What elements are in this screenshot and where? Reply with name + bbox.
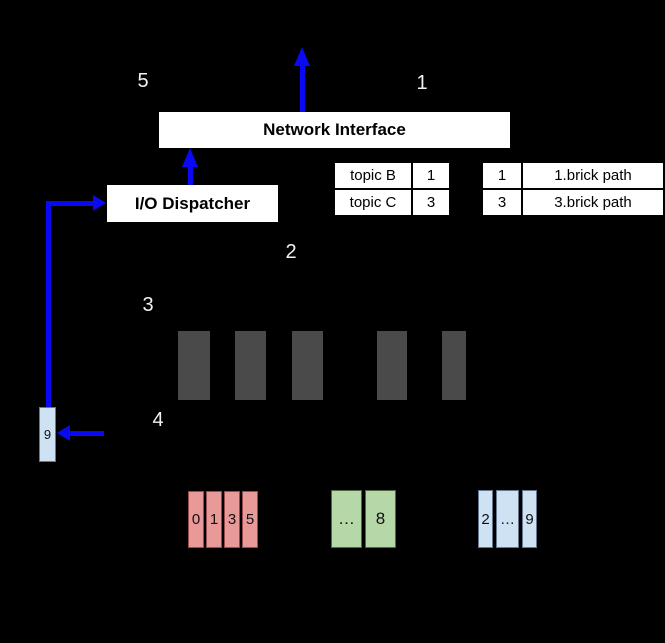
- topic-table-cell: topic C: [335, 190, 411, 215]
- blue-cell: 2: [478, 490, 493, 548]
- green-cell: 8: [365, 490, 396, 548]
- red-cell: 5: [242, 491, 258, 548]
- green-cell: …: [331, 490, 362, 548]
- blue-cell: 9: [522, 490, 537, 548]
- partition-cells-red: 0 1 3 5: [188, 491, 258, 548]
- brick-rect-4: [377, 331, 407, 400]
- brick-table-cell: 3.brick path: [523, 190, 663, 215]
- topic-table-cell: 1: [413, 163, 449, 188]
- step-label-2: 2: [285, 241, 297, 263]
- brick-rect-1: [178, 331, 210, 400]
- partition-cells-blue: 2 … 9: [478, 490, 537, 548]
- brick-path-table: 1 1.brick path 3 3.brick path: [483, 163, 663, 215]
- topic-table-cell: topic B: [335, 163, 411, 188]
- arrow-into-reply-icon: [57, 425, 70, 441]
- step-label-1: 1: [416, 72, 428, 94]
- arrow-reply-to-dispatcher-vertical: [46, 201, 51, 407]
- step-label-3: 3: [142, 294, 154, 316]
- brick-table-cell: 1: [483, 163, 521, 188]
- io-dispatcher-box: I/O Dispatcher: [107, 185, 278, 222]
- arrow-into-reply-shaft: [70, 431, 104, 436]
- arrow-up-out-shaft: [300, 66, 305, 112]
- red-cell: 1: [206, 491, 222, 548]
- arrow-up-out-icon: [294, 47, 310, 66]
- topic-table-cell: 3: [413, 190, 449, 215]
- brick-rect-2: [235, 331, 266, 400]
- step-label-4: 4: [152, 409, 164, 431]
- brick-table-cell: 1.brick path: [523, 163, 663, 188]
- brick-rect-3: [292, 331, 323, 400]
- partition-cells-green: … 8: [331, 490, 396, 548]
- red-cell: 3: [224, 491, 240, 548]
- arrow-dispatcher-to-ni-shaft: [188, 166, 193, 186]
- brick-rect-5: [442, 331, 466, 400]
- red-cell: 0: [188, 491, 204, 548]
- arrow-reply-to-dispatcher-horizontal: [46, 201, 94, 206]
- arrow-dispatcher-to-ni-icon: [182, 148, 198, 167]
- brick-table-cell: 3: [483, 190, 521, 215]
- step-label-5: 5: [137, 70, 149, 92]
- topic-routing-table: topic B 1 topic C 3: [335, 163, 449, 215]
- reply-slot-box: 9: [39, 407, 56, 462]
- blue-cell: …: [496, 490, 519, 548]
- arrow-into-dispatcher-icon: [93, 195, 106, 211]
- network-interface-box: Network Interface: [159, 112, 510, 148]
